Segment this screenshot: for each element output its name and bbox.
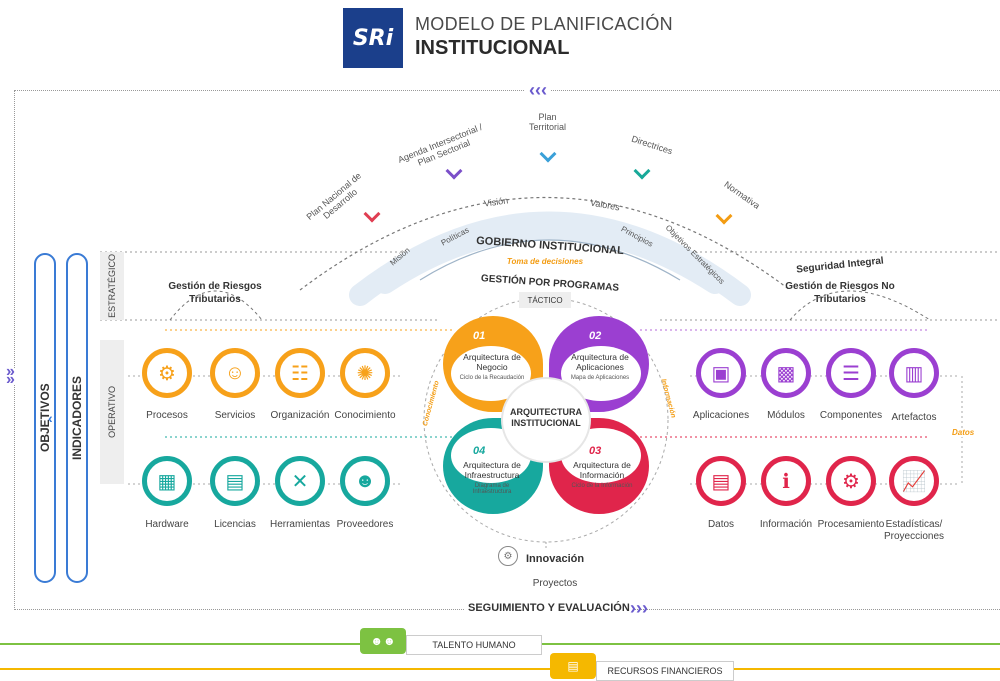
label-procesamiento: Procesamiento: [817, 519, 885, 530]
label-conocimiento: Conocimiento: [334, 410, 396, 421]
provider-icon: ☻: [340, 456, 390, 506]
indicadores-panel: INDICADORES: [66, 253, 88, 583]
sri-logo: SRi: [343, 8, 403, 68]
modules-icon: ▩: [761, 348, 811, 398]
apps-icon: ▣: [696, 348, 746, 398]
seguimiento-evaluacion-label: SEGUIMIENTO Y EVALUACIÓN: [464, 602, 634, 614]
petal-sub: Ciclo de la Información: [571, 483, 633, 489]
center-circle: ARQUITECTURA INSTITUCIONAL: [501, 377, 591, 463]
objetivos-panel: OBJETIVOS: [34, 253, 56, 583]
label-herramientas: Herramientas: [269, 519, 331, 530]
label-estadisticas: Estadísticas/ Proyecciones: [883, 519, 945, 542]
petal-sub: Diagrama de Infraestructura: [472, 483, 512, 495]
petal-number: 03: [589, 445, 602, 457]
stats-icon: 📈: [889, 456, 939, 506]
talento-humano-tab: TALENTO HUMANO: [406, 635, 542, 655]
footer-chevron-icon: ›››: [630, 598, 648, 618]
input-plan-territorial: Plan Territorial: [528, 112, 566, 132]
arrow-icon: ‹: [48, 410, 53, 426]
petal-title: Arquitectura de Infraestructura: [463, 460, 521, 480]
label-servicios: Servicios: [214, 410, 256, 421]
page-title-line1: MODELO DE PLANIFICACIÓN: [415, 14, 673, 34]
talento-humano-icon: ☻☻: [360, 628, 406, 654]
center-title: ARQUITECTURA INSTITUCIONAL: [510, 407, 582, 428]
petal-number: 01: [473, 330, 486, 342]
lightbulb-icon: ✺: [340, 348, 390, 398]
petal-sub: Mapa de Aplicaciones: [570, 375, 630, 381]
label-licencias: Licencias: [214, 519, 256, 530]
label-procesos: Procesos: [146, 410, 188, 421]
innovacion-label: Innovación: [526, 553, 585, 565]
innovation-icon: ⚙: [498, 546, 518, 566]
service-icon: ☺: [210, 348, 260, 398]
page-title-line2: INSTITUCIONAL: [415, 37, 570, 59]
label-hardware: Hardware: [145, 519, 189, 530]
label-componentes: Componentes: [819, 410, 883, 421]
petal-sub: Ciclo de la Recaudación: [459, 375, 525, 381]
tactico-badge: TÁCTICO: [519, 292, 571, 308]
components-icon: ☰: [826, 348, 876, 398]
recursos-financieros-tab: RECURSOS FINANCIEROS: [596, 661, 734, 681]
gears-icon: ⚙: [142, 348, 192, 398]
license-icon: ▤: [210, 456, 260, 506]
operativo-label-box: OPERATIVO: [100, 340, 124, 484]
top-chevron-icon: ‹‹‹: [525, 80, 551, 101]
toma-decisiones-label: Toma de decisiones: [506, 257, 584, 266]
petal-title: Arquitectura de Información: [573, 460, 631, 480]
estrategico-label-box: ESTRATÉGICO: [100, 252, 124, 320]
data-icon: ▤: [696, 456, 746, 506]
petal-number: 04: [473, 445, 486, 457]
tools-icon: ✕: [275, 456, 325, 506]
artifacts-icon: ▥: [889, 348, 939, 398]
recursos-financieros-icon: ▤: [550, 653, 596, 679]
riesgos-tributarios-label: Gestión de Riesgos Tributarios: [168, 281, 262, 305]
org-chart-icon: ☷: [275, 348, 325, 398]
riesgos-no-tributarios-label: Gestión de Riesgos No Tributarios: [785, 281, 895, 305]
hardware-icon: ▦: [142, 456, 192, 506]
label-informacion: Información: [759, 519, 813, 530]
petal-number: 02: [589, 330, 602, 342]
label-modulos: Módulos: [767, 410, 805, 421]
processing-icon: ⚙: [826, 456, 876, 506]
petal-title: Arquitectura de Aplicaciones: [571, 352, 629, 372]
left-chevron-icon: »»: [6, 363, 15, 388]
label-proveedores: Proveedores: [336, 519, 394, 530]
petal-title: Arquitectura de Negocio: [463, 352, 521, 372]
label-aplicaciones: Aplicaciones: [692, 410, 750, 421]
info-icon: ℹ: [761, 456, 811, 506]
datos-side-label: Datos: [952, 428, 975, 437]
label-datos: Datos: [707, 519, 735, 530]
label-organizacion: Organización: [270, 410, 330, 421]
label-artefactos: Artefactos: [891, 412, 937, 423]
proyectos-label: Proyectos: [532, 578, 578, 589]
